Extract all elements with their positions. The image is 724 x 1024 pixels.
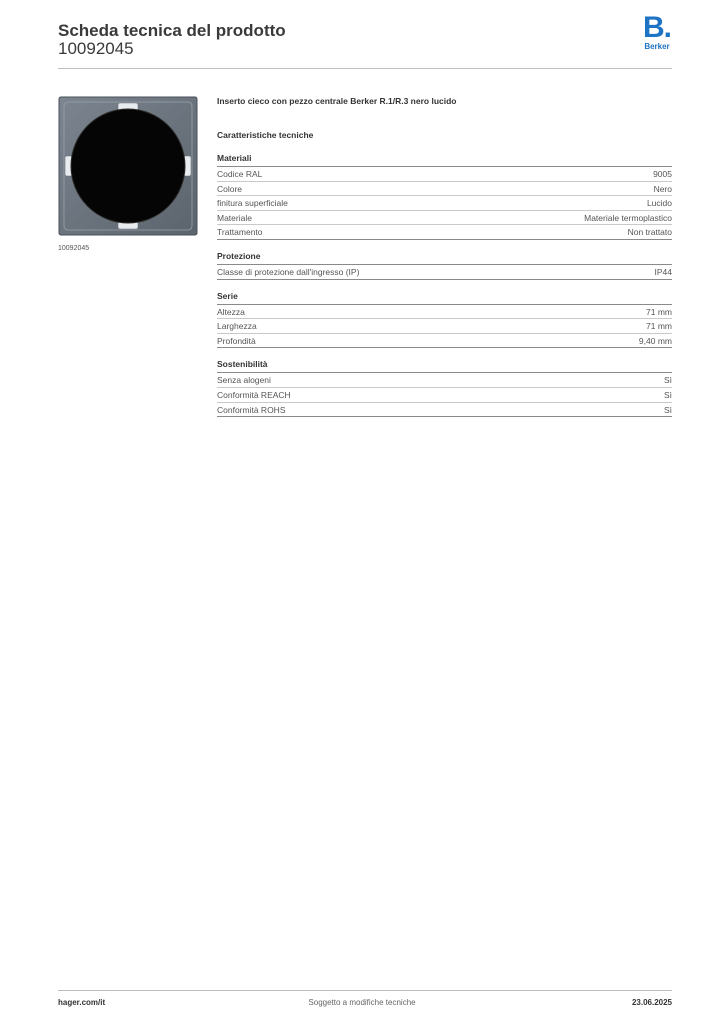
spec-label: Altezza (217, 306, 245, 317)
image-caption: 10092045 (58, 245, 90, 252)
spec-row: Classe di protezione dall'ingresso (IP) I… (217, 265, 672, 280)
spec-row: Senza alogeni Sì (217, 373, 672, 388)
spec-label: Senza alogeni (217, 375, 271, 386)
spec-row: Altezza 71 mm (217, 305, 672, 320)
spec-label: Conformità ROHS (217, 404, 286, 415)
spec-label: Colore (217, 183, 243, 194)
spec-value: Sì (663, 375, 672, 386)
spec-value: Materiale termoplastico (584, 212, 672, 223)
blind-insert-icon (58, 96, 198, 236)
spec-group-title: Protezione (217, 251, 672, 265)
spec-value: Sì (663, 404, 672, 415)
spec-row: Conformità ROHS Sì (217, 403, 672, 418)
footer-divider (58, 990, 672, 991)
spec-row: Materiale Materiale termoplastico (217, 211, 672, 226)
spec-row: Colore Nero (217, 182, 672, 197)
spec-value: 9,40 mm (638, 335, 672, 346)
spec-row: finitura superficiale Lucido (217, 196, 672, 211)
spec-row: Codice RAL 9005 (217, 167, 672, 182)
spec-label: Profondità (217, 335, 256, 346)
spec-label: Trattamento (217, 227, 263, 238)
spec-group-title: Serie (217, 291, 672, 305)
spec-value: 71 mm (646, 306, 672, 317)
product-name: Inserto cieco con pezzo centrale Berker … (217, 96, 457, 106)
footer-website: hager.com/it (58, 998, 106, 1007)
berker-logo: B. Berker (640, 11, 674, 52)
spec-group-title: Sostenibilità (217, 359, 672, 374)
page-title: Scheda tecnica del prodotto (58, 21, 286, 40)
logo-mark: B. (643, 11, 672, 44)
spec-content: Inserto cieco con pezzo centrale Berker … (217, 96, 672, 418)
spec-row: Trattamento Non trattato (217, 225, 672, 240)
spec-value: Lucido (646, 198, 672, 209)
product-code: 10092045 (58, 39, 134, 58)
spec-value: 9005 (653, 169, 672, 179)
spec-row: Conformità REACH Sì (217, 388, 672, 403)
spec-label: Codice RAL (217, 169, 263, 179)
spec-label: Larghezza (217, 321, 257, 332)
spec-row: Profondità 9,40 mm (217, 334, 672, 349)
specs-heading: Caratteristiche tecniche (217, 130, 314, 140)
spec-value: Non trattato (627, 227, 672, 238)
spec-label: Classe di protezione dall'ingresso (IP) (217, 266, 360, 277)
spec-value: IP44 (654, 266, 673, 277)
spec-value: Sì (663, 389, 672, 400)
spec-label: finitura superficiale (217, 198, 288, 209)
footer-date: 23.06.2025 (631, 998, 672, 1007)
spec-row: Larghezza 71 mm (217, 319, 672, 334)
product-image (58, 96, 198, 236)
spec-label: Conformità REACH (217, 389, 291, 400)
spec-group-title: Materiali (217, 153, 672, 167)
footer-notice: Soggetto a modifiche tecniche (308, 998, 416, 1007)
spec-label: Materiale (217, 212, 252, 223)
logo-word: Berker (644, 42, 670, 51)
spec-value: Nero (653, 183, 672, 194)
header-divider (58, 68, 672, 69)
spec-value: 71 mm (646, 321, 672, 332)
